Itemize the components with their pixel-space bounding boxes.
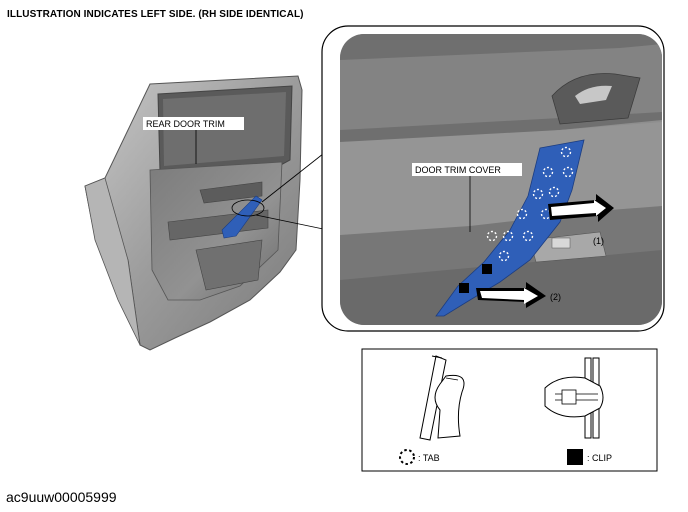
step-1-label: (1) xyxy=(593,236,604,246)
legend-box: : TAB : CLIP xyxy=(361,348,658,472)
rear-door-trim-label: REAR DOOR TRIM xyxy=(146,119,225,129)
detail-leader-lines xyxy=(231,149,329,231)
pull-direction-arrow-1: (1) xyxy=(548,194,614,246)
pull-direction-arrow-2: (2) xyxy=(476,282,561,308)
step-2-label: (2) xyxy=(550,292,561,302)
clip-symbol-icon xyxy=(567,449,583,465)
document-id: ac9uuw00005999 xyxy=(6,489,117,505)
detail-view: (1) (2) DOOR TRIM COVER xyxy=(321,25,665,332)
clip-legend-label: : CLIP xyxy=(587,453,612,463)
clip-marker xyxy=(482,264,492,274)
rear-door-illustration xyxy=(84,75,303,351)
tab-symbol-icon xyxy=(399,449,415,465)
tab-legend-label: : TAB xyxy=(418,453,440,463)
clip-marker xyxy=(459,283,469,293)
clip-illustration xyxy=(544,357,604,439)
illustration-note: ILLUSTRATION INDICATES LEFT SIDE. (RH SI… xyxy=(7,9,304,20)
tab-illustration xyxy=(419,355,465,441)
door-trim-cover-label: DOOR TRIM COVER xyxy=(415,165,501,175)
door-trim-cover-shape xyxy=(435,139,585,317)
rear-door-trim-callout: REAR DOOR TRIM xyxy=(143,117,244,164)
